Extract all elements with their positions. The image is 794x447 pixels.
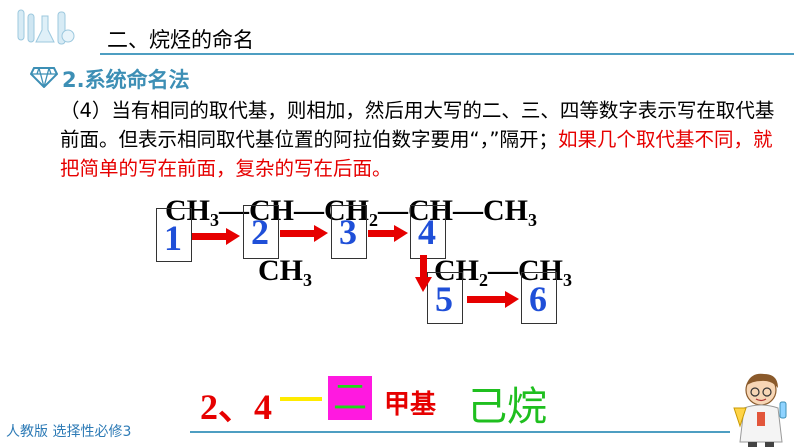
arrow-right-icon xyxy=(368,225,408,242)
carbon-number-box-2 xyxy=(243,205,279,259)
bond: — xyxy=(294,194,324,227)
rule-text: （4）当有相同的取代基，则相加，然后用大写的二、三、四等数字表示写在取代基前面。… xyxy=(60,99,775,151)
arrow-right-icon xyxy=(192,228,240,245)
bond: — xyxy=(453,194,483,227)
lab-glassware-icon xyxy=(17,9,75,45)
rule-paragraph: （4）当有相同的取代基，则相加，然后用大写的二、三、四等数字表示写在取代基前面。… xyxy=(60,96,780,183)
bond: — xyxy=(378,194,408,227)
carbon-number-box-3 xyxy=(331,205,367,259)
result-di: 二 xyxy=(333,378,367,418)
footer-divider xyxy=(190,431,730,433)
carbon-group: CH xyxy=(483,194,528,227)
method-subheading: 2.系统命名法 xyxy=(62,68,190,92)
carbon-number-2: 2 xyxy=(251,212,269,252)
arrow-right-icon xyxy=(280,225,328,242)
result-substituent: 甲基 xyxy=(384,390,437,420)
carbon-group: CH xyxy=(165,194,210,227)
result-di-highlight xyxy=(328,376,372,420)
carbon-number-box-1 xyxy=(156,208,192,262)
carbon-number-box-6 xyxy=(521,272,557,324)
carbon-number-3: 3 xyxy=(339,212,357,252)
carbon-number-box-5 xyxy=(427,272,463,324)
structural-formula-main-chain: CH3—CH—CH2—CH—CH3 xyxy=(165,194,537,230)
arrow-down-icon xyxy=(415,255,432,292)
carbon-number-1: 1 xyxy=(164,218,182,258)
header-divider xyxy=(100,53,794,55)
carbon-number-box-4 xyxy=(410,205,446,259)
ethyl-branch: CH2—CH3 xyxy=(434,254,572,290)
diamond-icon xyxy=(30,67,58,88)
carbon-group: CH xyxy=(249,194,294,227)
carbon-number-5: 5 xyxy=(435,279,453,319)
carbon-number-6: 6 xyxy=(529,279,547,319)
rule-text-highlight: 如果几个取代基不同，就把简单的写在前面，复杂的写在后面。 xyxy=(60,128,773,180)
result-separator-dash xyxy=(280,397,322,401)
footer-textbook-label: 人教版 选择性必修3 xyxy=(6,424,132,440)
bond: — xyxy=(219,194,249,227)
section-title: 二、烷烃的命名 xyxy=(107,28,254,52)
result-parent-chain: 己烷 xyxy=(467,384,547,430)
result-locants: 2、4 xyxy=(200,387,273,427)
arrow-right-icon xyxy=(467,291,519,308)
methyl-branch: CH3 xyxy=(258,254,312,290)
carbon-number-4: 4 xyxy=(418,212,436,252)
scientist-mascot-icon xyxy=(733,373,787,447)
